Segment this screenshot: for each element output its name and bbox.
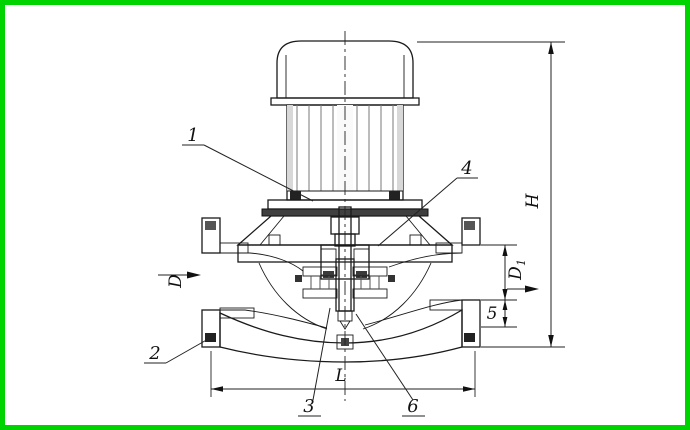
motor-cap [276,40,414,99]
cover-bolt-right [409,234,422,246]
part-label-3: 3 [303,396,314,417]
part-label-2: 2 [148,343,160,364]
dimension-D1: D 1 [481,244,539,301]
suction-flange [201,217,221,348]
flow-arrow-in [187,271,201,279]
dimension-D: D [158,271,201,289]
dim-label-D1: D [506,266,526,281]
wear-ring-left [295,275,302,282]
callout-2: 2 [144,337,211,364]
dimension-5: 5 [481,300,517,328]
callout-3: 3 [298,307,331,417]
motor-foot-right [389,191,400,200]
part-label-1: 1 [187,125,198,146]
pump-technical-drawing: H D D 1 5 L 1 [144,31,565,417]
dimension-H: H [417,41,565,348]
dimension-L: L [210,351,476,397]
part-label-4: 4 [460,158,472,179]
callout-4: 4 [377,158,478,247]
discharge-wall-bottom [429,299,463,311]
dim-label-5: 5 [487,304,498,324]
part-label-6: 6 [407,396,418,417]
volute-bottom [219,308,463,363]
cover-bolt-left [268,234,281,246]
discharge-flange [461,217,481,348]
flow-arrow-out [525,285,539,293]
discharge-wall-top [435,242,463,254]
dim-label-L: L [334,366,346,386]
motor-foot-left [290,191,301,200]
callout-1: 1 [182,125,314,202]
motor-fins [296,105,394,191]
dim-label-D1-subscript: 1 [515,259,528,266]
dim-label-D: D [166,274,186,289]
dim-label-H: H [523,192,543,209]
suction-wall-bottom [219,307,255,319]
callout-6: 6 [355,313,425,417]
wear-ring-right [388,275,395,282]
